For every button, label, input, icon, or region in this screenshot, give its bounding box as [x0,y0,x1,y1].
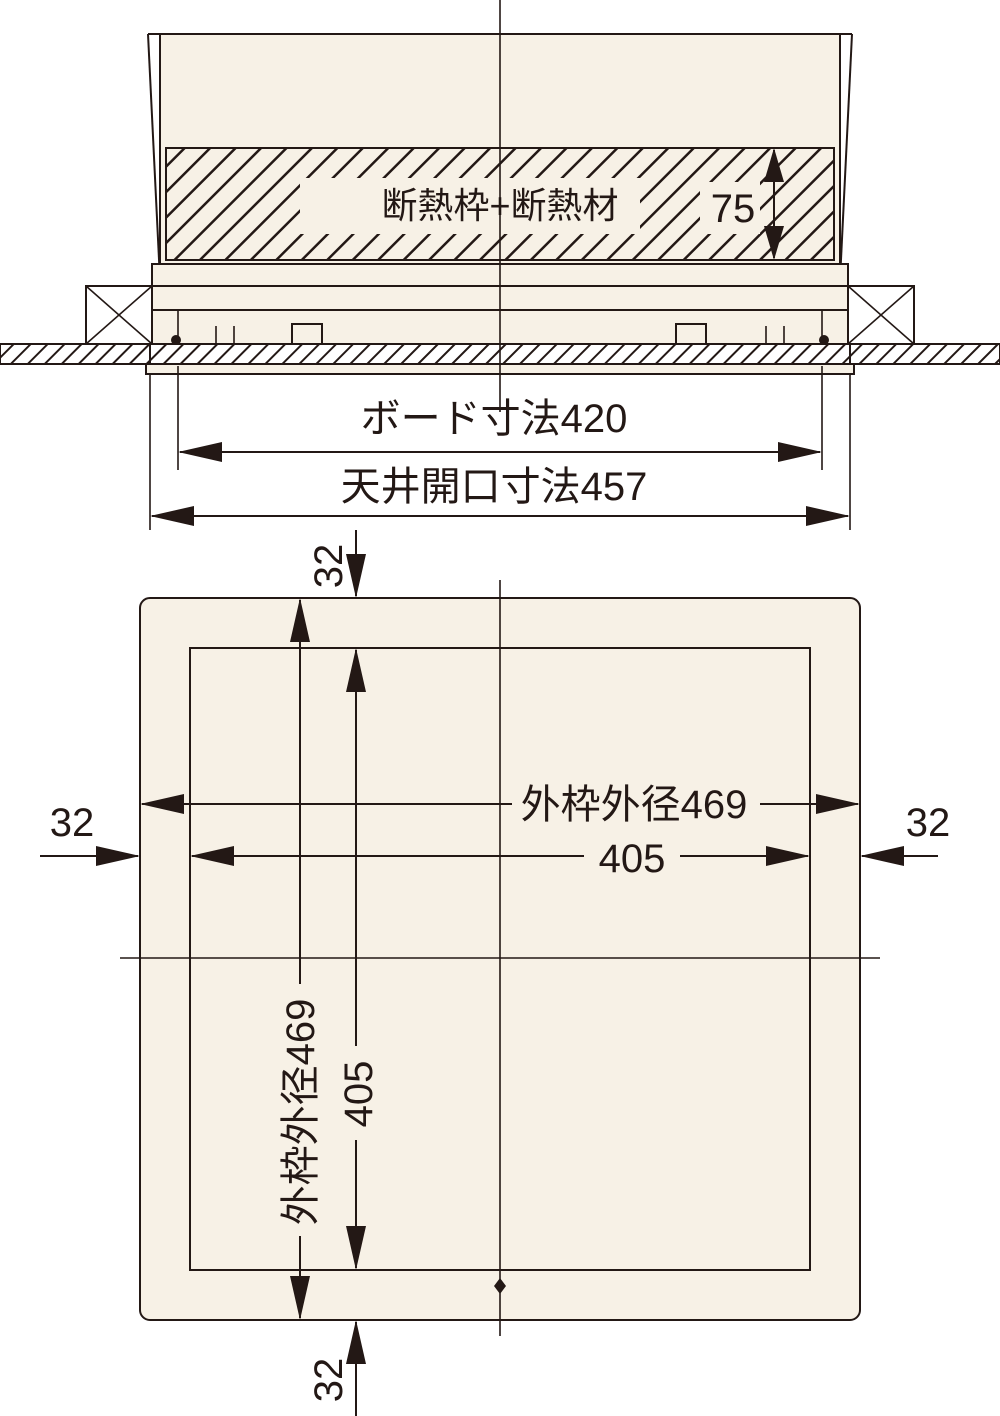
margin-right-label: 32 [906,801,951,845]
outer-frame-v-label: 外枠外径469 [279,999,323,1226]
ceiling-board-left [0,343,151,365]
inner-h-label: 405 [599,837,666,881]
insulation-height-label: 75 [711,187,756,231]
board-dimension-label: ボード寸法420 [361,397,628,441]
outer-frame-h-label: 外枠外径469 [521,783,748,827]
margin-left-label: 32 [50,801,95,845]
margin-top-label: 32 [307,544,351,589]
section-view: 断熱枠+断熱材 75 [0,0,1000,530]
ceiling-board-right [849,343,1000,365]
dim-arrow-up [764,148,784,182]
dim-arrow-down [764,226,784,260]
ceiling-opening-label: 天井開口寸法457 [341,465,648,509]
margin-bottom-label: 32 [307,1358,351,1403]
plan-view: 外枠外径469 405 32 32 外枠外径469 405 32 [40,530,950,1416]
inner-v-label: 405 [337,1061,381,1128]
